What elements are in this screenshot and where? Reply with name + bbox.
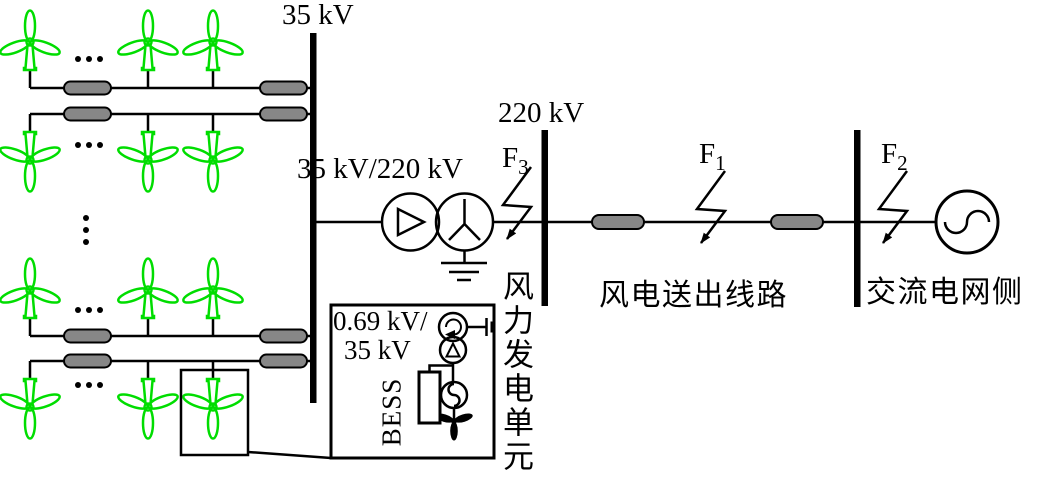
wind-turbine-icon [115,130,181,193]
outgoing-line-label: 风电送出线路 [599,279,788,312]
bess-inset-box [329,303,496,460]
ac-source-icon [934,189,1000,255]
wind-turbine-icon [0,377,63,440]
feeder-line-1 [28,70,310,90]
fault-arrow-f3-icon [500,166,534,240]
ellipsis-dots [75,56,103,388]
cable-segment-icon [63,80,308,369]
wind-farm [0,9,332,460]
wind-turbine-icon [0,257,63,320]
fault-f2-label: F2 [881,138,908,174]
fault-arrow-f2-icon [876,170,910,244]
wind-turbine-icon [115,257,181,320]
terminal-icon [467,318,496,336]
fault-arrow-f1-icon [694,170,728,244]
bess-label: BESS [376,377,407,447]
fault-f3-letter: F [502,142,519,174]
bess-ratio-line2: 35 kV [344,335,411,365]
bus-grid [854,130,861,307]
main-circuit [316,192,936,282]
bus-35kv-label: 35 kV [282,0,354,31]
selection-box [179,368,250,457]
fault-f3-sub: 3 [518,154,529,179]
fault-f3-label: F3 [502,142,529,178]
fault-f1-label: F1 [699,138,726,174]
feeder-line-4 [28,359,310,379]
wind-turbine-icon [180,9,246,72]
leader-line [247,450,332,460]
line-segment-icon [770,214,824,230]
main-transformer-label: 35 kV/220 kV [297,153,463,185]
fault-f1-sub: 1 [715,150,726,175]
feeder-line-2 [28,112,310,132]
wind-turbine-icon [115,377,181,440]
wind-turbine-icon [180,130,246,193]
wind-turbine-icon [0,130,63,193]
grid-side-label: 交流电网侧 [866,276,1024,309]
line-segment-icon [591,214,645,230]
fault-f1-letter: F [699,138,716,170]
bus-220kv-label: 220 kV [498,97,585,129]
wind-turbine-icon [0,9,63,72]
fault-f2-sub: 2 [897,150,908,175]
ground-icon [441,250,487,282]
fault-f2-letter: F [881,138,898,170]
bus-35kv [310,33,317,403]
battery-icon [417,364,453,425]
wind-turbine-icon [180,377,246,440]
wind-turbine-icon [115,9,181,72]
wind-turbine-icon [180,257,246,320]
transformer-icon [380,192,495,252]
wind-unit-label: 风力发电单元 [498,270,533,474]
feeder-line-3 [28,318,310,338]
bess-ratio-line1: 0.69 kV/ [333,306,428,336]
bus-220kv [541,130,548,306]
